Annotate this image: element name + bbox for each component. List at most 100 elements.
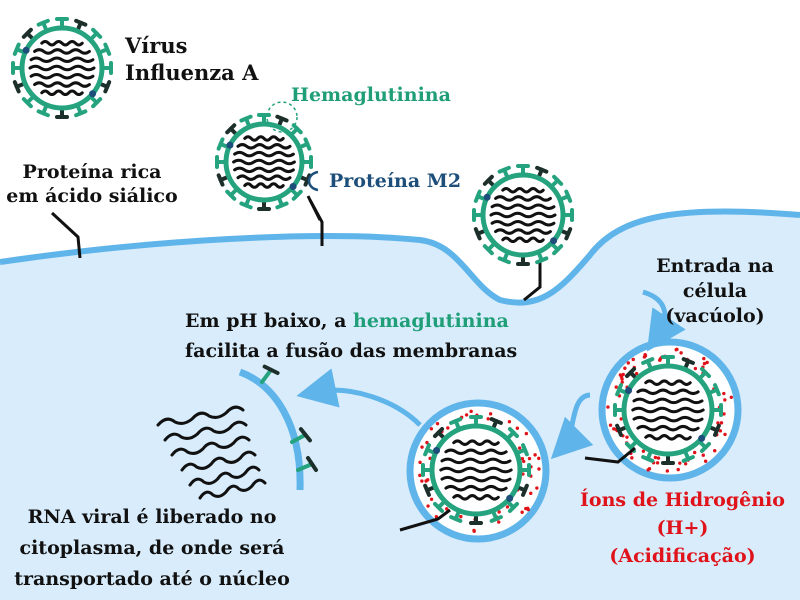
- rna-release-line: transportado até o núcleo: [14, 568, 290, 590]
- hydrogen-line: (Acidificação): [609, 545, 756, 567]
- hydrogen-ion: [418, 460, 422, 465]
- m2-channel: [698, 434, 706, 442]
- m2-channel: [506, 494, 514, 502]
- hydrogen-ion: [537, 456, 541, 461]
- m2-pointer: [307, 170, 319, 192]
- hydrogen-ion: [655, 461, 660, 465]
- spike-head: [449, 417, 463, 425]
- spike-head: [699, 366, 712, 379]
- rna-segment: [444, 484, 508, 492]
- rna-strand: [156, 405, 245, 427]
- spike-head: [564, 227, 573, 241]
- spike-head: [489, 515, 503, 523]
- spike-head: [36, 109, 50, 118]
- hydrogen-ion: [722, 391, 726, 396]
- hydrogen-ion: [665, 469, 670, 473]
- entry-line: Entrada na: [656, 255, 774, 277]
- hydrogen-ion: [634, 371, 639, 376]
- hydrogen-ion: [488, 412, 493, 416]
- rna-segment: [233, 166, 295, 174]
- cytoplasm-region: [0, 211, 800, 600]
- spike-head: [423, 443, 431, 457]
- hemagglutinin-label: Hemaglutinina: [291, 84, 451, 106]
- m2-channel: [89, 90, 97, 98]
- rna-segment: [243, 182, 285, 189]
- rna-strand: [198, 478, 267, 500]
- m2-channel: [625, 387, 633, 395]
- hydrogen-ion: [683, 462, 688, 466]
- spike-head: [615, 383, 623, 397]
- rna-segment: [236, 174, 292, 181]
- rna-segment: [243, 135, 285, 142]
- spike-head: [713, 383, 721, 397]
- hydrogen-ion: [418, 473, 422, 478]
- spike-head: [291, 123, 303, 135]
- rna-release-label: RNA viral é liberado no citoplasma, de o…: [2, 502, 302, 595]
- spike-head: [482, 174, 494, 186]
- spike-stem: [260, 367, 274, 384]
- hydrogen-ion: [678, 461, 682, 465]
- rna-segment: [490, 220, 556, 227]
- hydrogen-line: (H+): [656, 517, 709, 539]
- spike-head: [74, 109, 88, 118]
- entry-line: (vacúolo): [665, 305, 765, 327]
- virus-particle-icon: [613, 355, 723, 465]
- spike-head: [103, 80, 112, 94]
- hemagglutinin-highlight: [266, 101, 298, 133]
- hydrogen-ion: [526, 507, 530, 512]
- m2-channel: [433, 447, 441, 455]
- hydrogen-ion: [630, 456, 634, 460]
- hydrogen-ion: [722, 412, 726, 416]
- spike-head: [103, 42, 112, 56]
- fragment-spike: [260, 364, 280, 384]
- rna-segment: [494, 195, 552, 202]
- hydrogen-ion: [520, 456, 525, 461]
- spike-head: [699, 441, 712, 454]
- rna-segment: [490, 203, 556, 210]
- m2-channel: [289, 182, 297, 190]
- rna-segment: [33, 81, 91, 88]
- rna-segment: [644, 379, 692, 386]
- hydrogen-ion: [675, 347, 679, 352]
- spike-head: [507, 426, 520, 439]
- hydrogen-ion: [621, 372, 625, 377]
- spike-head: [12, 80, 21, 94]
- rna-segment: [631, 406, 705, 414]
- spike-head: [21, 97, 33, 109]
- spike-head: [489, 417, 503, 425]
- rna-segment: [636, 388, 700, 396]
- hydrogen-ion: [517, 446, 522, 450]
- spike-head: [681, 357, 695, 365]
- rna-segment: [644, 434, 692, 441]
- hydrogen-ion: [429, 497, 434, 501]
- hydrogen-ion: [620, 377, 624, 381]
- hydrogen-ion: [693, 366, 698, 371]
- hydrogen-ion: [679, 351, 683, 355]
- spike-head: [225, 189, 237, 201]
- hydrogen-ion: [713, 449, 717, 453]
- spike-head: [713, 423, 721, 437]
- hydrogen-ion: [608, 423, 613, 427]
- hydrogen-ion: [614, 385, 618, 389]
- virus-title: Vírus Influenza A: [125, 32, 258, 86]
- hydrogen-ion: [641, 449, 646, 453]
- sialic-receptor-right: [523, 262, 542, 302]
- rna-segment: [232, 158, 296, 166]
- spike-head: [473, 227, 482, 241]
- virus-particle-icon: [215, 113, 313, 211]
- m2-channel: [226, 141, 234, 149]
- hydrogen-ion: [429, 427, 434, 431]
- rna-segment: [489, 211, 557, 219]
- hydrogen-ion: [719, 421, 724, 425]
- rna-release-line: citoplasma, de onde será: [19, 537, 285, 559]
- spike-head: [497, 256, 511, 265]
- hydrogen-ion: [426, 478, 430, 482]
- spike-head: [275, 114, 289, 123]
- hydrogen-ion: [702, 361, 707, 366]
- hydrogen-ion: [426, 504, 430, 508]
- low-ph-prefix: Em pH baixo, a: [185, 310, 354, 332]
- hydrogen-ion: [612, 427, 616, 431]
- sialic-protein-line: Proteína rica: [22, 161, 162, 183]
- low-ph-line: Em pH baixo, a hemaglutinina: [185, 306, 517, 336]
